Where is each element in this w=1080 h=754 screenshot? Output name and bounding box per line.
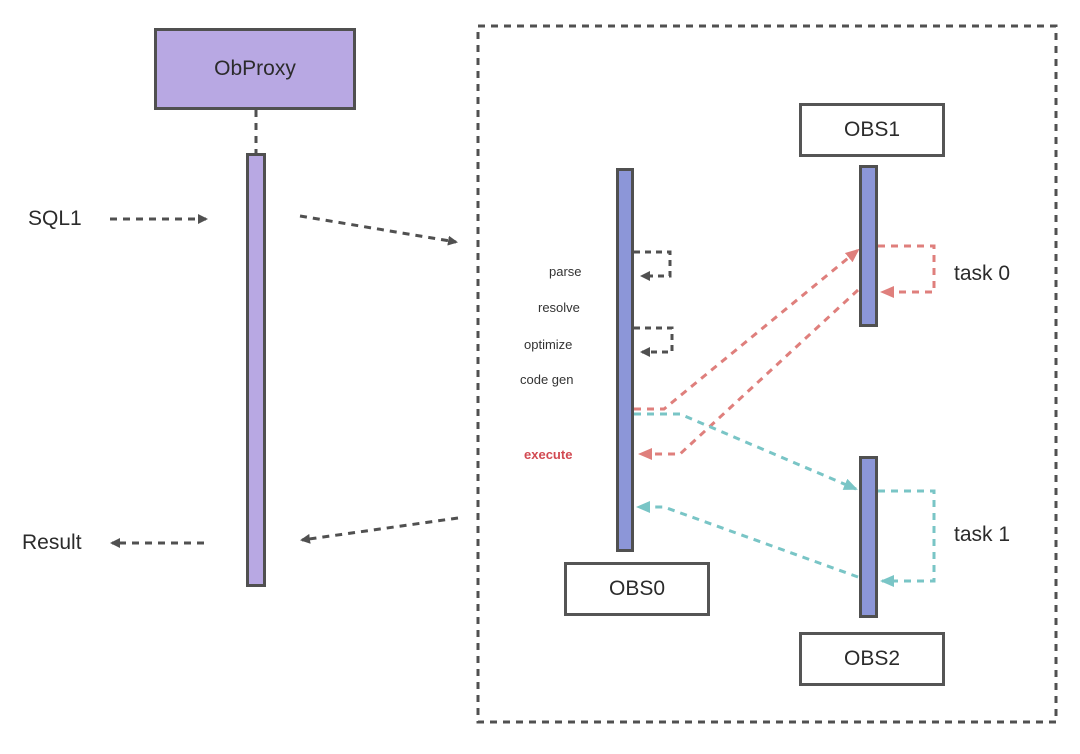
phase-resolve-label: resolve <box>538 300 580 315</box>
obproxy-label: ObProxy <box>214 57 296 80</box>
phase-optimize-label: optimize <box>524 337 573 352</box>
dispatch-task0-arrow <box>634 248 860 411</box>
obproxy-box: ObProxy <box>154 28 356 110</box>
task1-label: task 1 <box>954 523 1011 546</box>
cluster-boundary <box>476 24 1058 724</box>
obs2-label: OBS2 <box>843 647 901 670</box>
task0-self-loop <box>878 244 936 298</box>
phase-parse-label: parse <box>549 264 582 279</box>
dispatch-task1-arrow <box>634 412 858 491</box>
phase-execute-label: execute <box>524 447 573 462</box>
phase-codegen-label: code gen <box>520 372 574 387</box>
task0-result-arrow <box>638 288 860 460</box>
task0-label: task 0 <box>954 262 1011 285</box>
task1-self-loop <box>878 489 936 587</box>
task1-result-arrow <box>636 501 859 579</box>
sql1-label: SQL1 <box>28 207 82 230</box>
obs1-label: OBS1 <box>843 118 901 141</box>
parse-self-loop <box>634 250 672 281</box>
obs0-box: OBS0 <box>564 562 710 616</box>
cluster-to-proxy-arrow <box>300 516 459 544</box>
obproxy-activation-bar <box>246 153 266 587</box>
result-label: Result <box>22 531 82 554</box>
obs1-box: OBS1 <box>799 103 945 157</box>
obs2-box: OBS2 <box>799 632 945 686</box>
obs1-activation-bar <box>859 165 878 327</box>
obs2-activation-bar <box>859 456 878 618</box>
obs0-activation-bar <box>616 168 634 552</box>
obs0-label: OBS0 <box>608 577 666 600</box>
proxy-to-cluster-arrow <box>299 214 458 246</box>
optimize-self-loop <box>634 326 674 357</box>
